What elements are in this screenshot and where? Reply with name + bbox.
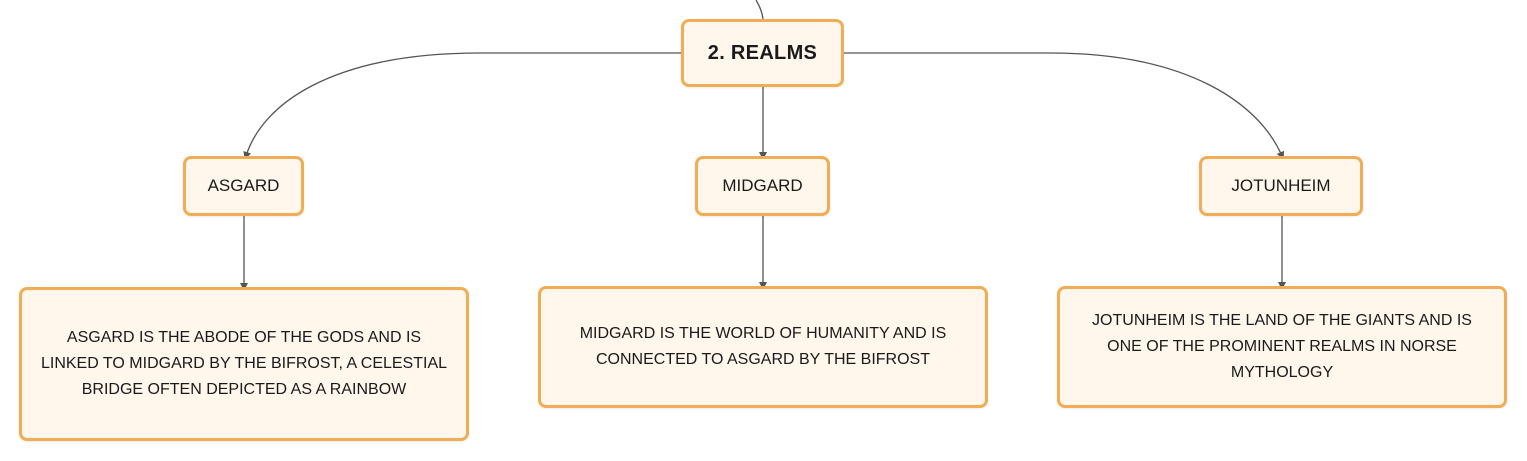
branch-node-midgard[interactable]: MIDGARD [695,156,830,216]
leaf-node-jotunheim-description[interactable]: JOTUNHEIM IS THE LAND OF THE GIANTS AND … [1057,286,1507,408]
branch-node-label: ASGARD [207,176,280,195]
leaf-node-midgard-description[interactable]: MIDGARD IS THE WORLD OF HUMANITY AND IS … [538,286,988,408]
leaf-node-text: MIDGARD IS THE WORLD OF HUMANITY AND IS … [579,325,947,368]
connector-root-to-asgard [243,52,681,160]
branch-node-asgard[interactable]: ASGARD [183,156,304,216]
connector-parent-to-root [755,0,764,20]
root-node-realms[interactable]: 2. REALMS [681,19,844,87]
connector-root-to-jotunheim [844,52,1285,160]
leaf-node-text: ASGARD IS THE ABODE OF THE GODS AND IS L… [40,329,448,398]
branch-node-label: MIDGARD [722,176,803,195]
branch-node-label: JOTUNHEIM [1231,176,1331,195]
leaf-node-asgard-description[interactable]: ASGARD IS THE ABODE OF THE GODS AND IS L… [19,287,469,441]
leaf-node-text: JOTUNHEIM IS THE LAND OF THE GIANTS AND … [1092,312,1472,381]
root-node-label: 2. REALMS [707,41,818,64]
branch-node-jotunheim[interactable]: JOTUNHEIM [1199,156,1363,216]
